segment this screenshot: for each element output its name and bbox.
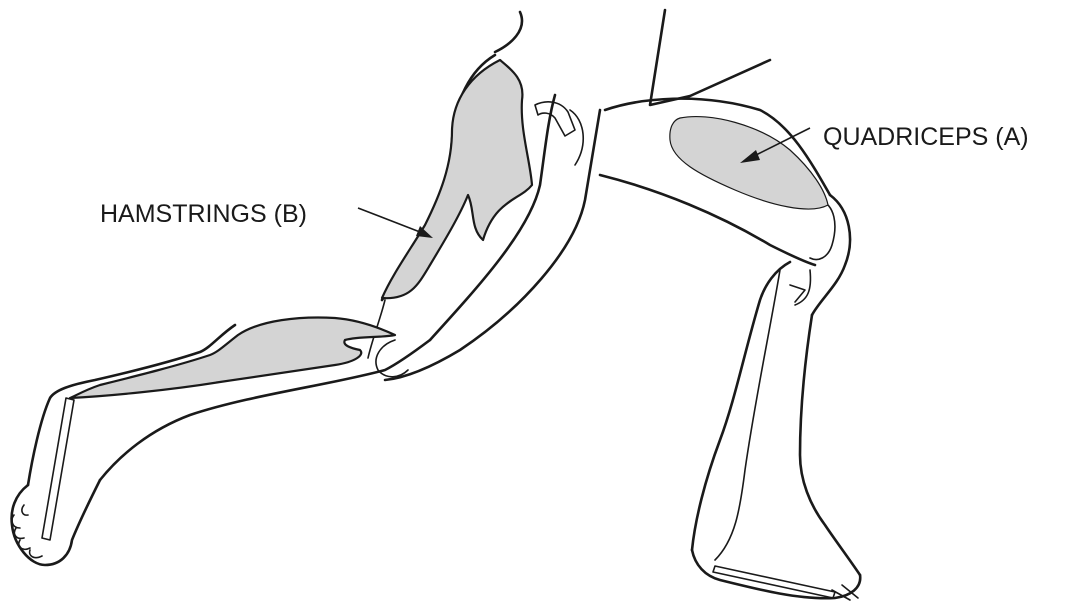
- front-knee: [812, 195, 850, 315]
- quadriceps-label: QUADRICEPS (A): [823, 123, 1029, 151]
- back-sole-bar: [42, 398, 74, 540]
- back-foot: [12, 480, 100, 565]
- hamstrings-callout: HAMSTRINGS (B): [100, 200, 433, 238]
- front-leg: [600, 10, 860, 600]
- hip-bone-marker: [535, 102, 575, 136]
- torso-outline: [650, 10, 770, 105]
- back-leg: [12, 12, 600, 565]
- hamstrings-muscle: [382, 60, 532, 298]
- hamstrings-pointer: [358, 208, 420, 232]
- calf-muscle: [70, 318, 395, 398]
- hamstrings-label: HAMSTRINGS (B): [100, 200, 307, 228]
- back-calf-outline: [28, 325, 235, 485]
- front-shin: [800, 315, 860, 575]
- back-torso-top: [495, 12, 522, 52]
- front-calf-back: [692, 262, 790, 550]
- front-shin-inner-line: [715, 270, 780, 560]
- hip-crease: [570, 110, 583, 165]
- back-toes: [12, 505, 42, 558]
